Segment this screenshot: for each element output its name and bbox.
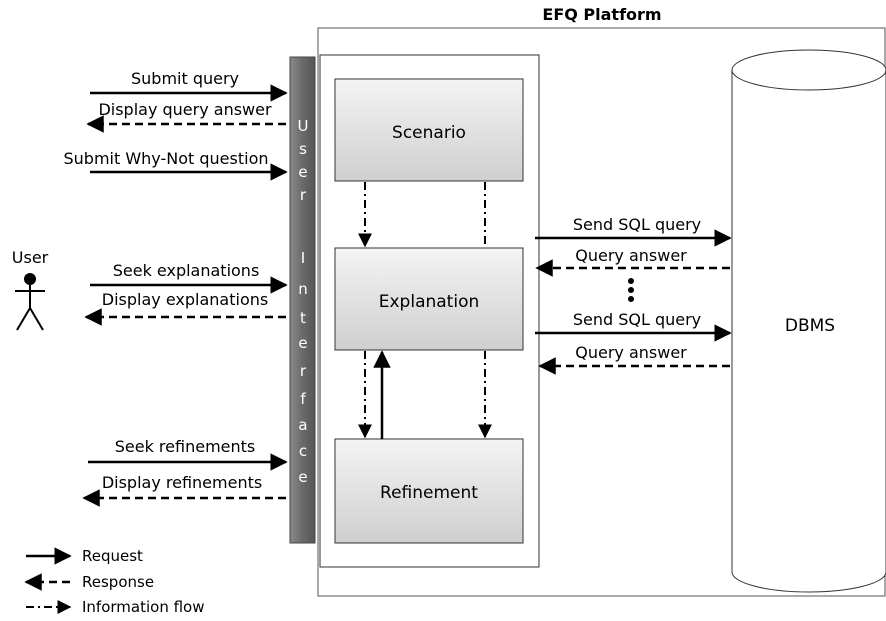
ui-letter: a — [298, 416, 307, 434]
ui-letter: t — [300, 309, 306, 327]
dbms-cylinder-top — [731, 69, 886, 91]
refinement-box — [334, 438, 524, 544]
module-container — [319, 54, 540, 568]
ui-letter: s — [299, 140, 307, 158]
query-answer-label-1: Query answer — [575, 246, 687, 265]
ui-letter: e — [298, 163, 307, 181]
explanation-label: Explanation — [379, 292, 480, 312]
ui-letter: n — [298, 280, 308, 298]
seek-refinements-label: Seek refinements — [115, 437, 256, 456]
ui-letter: I — [301, 249, 305, 267]
ellipsis-dots — [628, 278, 634, 302]
send-sql-label-1: Send SQL query — [573, 215, 701, 234]
ui-letter: r — [300, 186, 307, 204]
platform-title: EFQ Platform — [542, 5, 661, 24]
ui-letter: e — [298, 334, 307, 352]
submit-why-not-label: Submit Why-Not question — [63, 149, 268, 168]
ui-letter: f — [300, 390, 306, 408]
ui-letter: r — [300, 362, 307, 380]
user-interface-label: U s e r I n t e r f a c e — [298, 117, 309, 486]
user-interface-bar — [289, 56, 316, 544]
display-explanations-label: Display explanations — [102, 290, 268, 309]
dbms-label: DBMS — [785, 316, 835, 336]
display-refinements-label: Display refinements — [102, 473, 262, 492]
user-icon — [15, 273, 45, 331]
scenario-box — [334, 78, 524, 182]
dbms-cylinder — [731, 49, 886, 593]
refinement-label: Refinement — [380, 483, 478, 503]
submit-query-label: Submit query — [131, 69, 239, 88]
legend: Request Response Information flow — [24, 547, 205, 616]
legend-information-flow-label: Information flow — [82, 598, 205, 616]
scenario-label: Scenario — [392, 123, 466, 143]
query-answer-label-2: Query answer — [575, 343, 687, 362]
legend-request-label: Request — [82, 547, 143, 565]
ui-letter: U — [298, 117, 309, 135]
display-query-answer-label: Display query answer — [98, 100, 272, 119]
user-label: User — [12, 248, 49, 267]
legend-response-label: Response — [82, 573, 154, 591]
ui-letter: c — [299, 442, 307, 460]
explanation-box — [334, 247, 524, 351]
send-sql-label-2: Send SQL query — [573, 310, 701, 329]
seek-explanations-label: Seek explanations — [113, 261, 260, 280]
ui-letter: e — [298, 468, 307, 486]
